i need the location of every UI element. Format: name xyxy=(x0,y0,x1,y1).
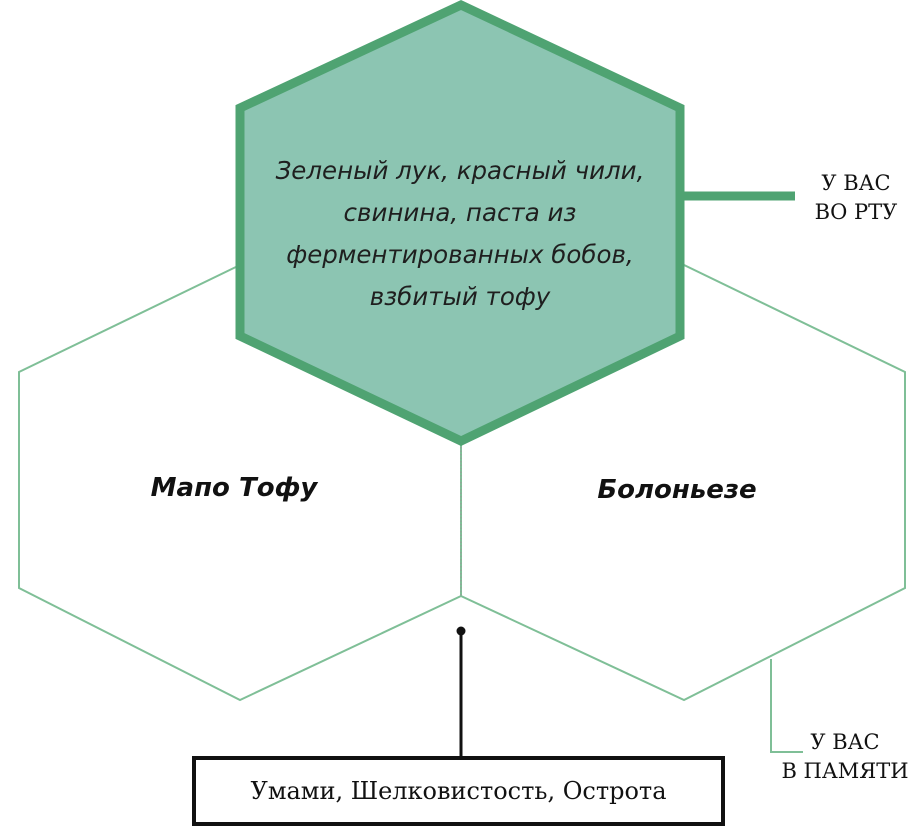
center-hexagon xyxy=(235,0,685,446)
memory-label-line: У ВАС xyxy=(810,730,880,754)
mouth-label-line: ВО РТУ xyxy=(814,200,898,224)
right-hexagon-label: Болоньезе xyxy=(597,475,757,505)
memory-label-line: В ПАМЯТИ xyxy=(781,759,909,783)
left-hexagon-label: Мапо Тофу xyxy=(150,473,318,503)
center-text-line: взбитый тофу xyxy=(369,282,551,311)
center-text-line: Зеленый лук, красный чили, xyxy=(275,156,645,185)
mouth-label: У ВАС ВО РТУ xyxy=(800,169,912,227)
bottom-connector-dot xyxy=(456,626,466,636)
center-ingredients-text: Зеленый лук, красный чили, свинина, паст… xyxy=(240,150,680,318)
memory-connector xyxy=(770,659,803,753)
memory-label: У ВАС В ПАМЯТИ xyxy=(772,728,918,786)
center-text-line: свинина, паста из xyxy=(343,198,577,227)
mouth-label-line: У ВАС xyxy=(821,171,891,195)
result-box: Умами, Шелковистость, Острота xyxy=(192,756,725,826)
center-text-line: ферментированных бобов, xyxy=(286,240,634,269)
